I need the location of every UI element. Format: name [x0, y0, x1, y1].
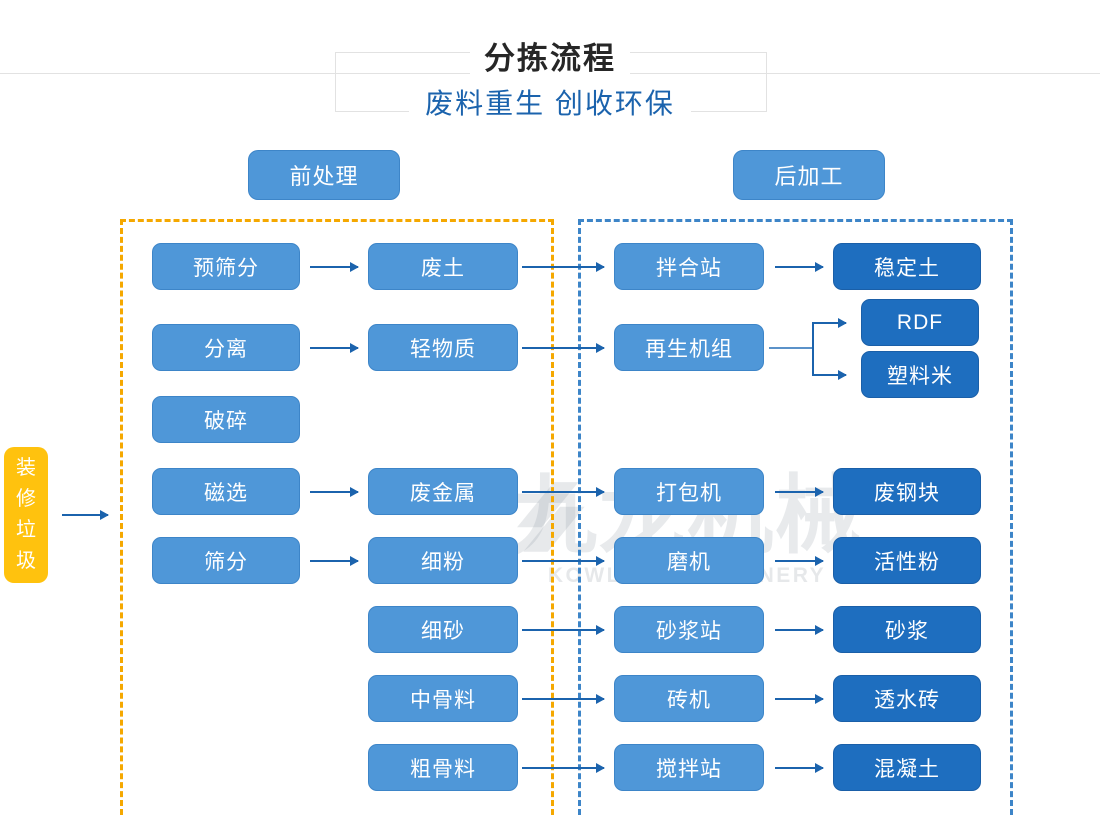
node-label: RDF — [896, 310, 944, 334]
node-label: 预筛分 — [193, 256, 259, 280]
arrow-brickmachine-to-permeablebrick — [775, 694, 824, 704]
node-label: 废钢块 — [874, 481, 940, 505]
arrow-prescreen-to-wastesoil — [310, 262, 359, 272]
node-material-3[interactable]: 废金属 — [368, 468, 518, 515]
node-label: 稳定土 — [874, 256, 940, 280]
arrow-mortarstation-to-mortar — [775, 625, 824, 635]
page-header: 分拣流程 废料重生 创收环保 — [0, 0, 1100, 140]
node-product-4[interactable]: 废钢块 — [833, 468, 981, 515]
node-label: 再生机组 — [645, 337, 733, 361]
arrow-medaggregate-to-brickmachine — [522, 694, 605, 704]
node-label: 中骨料 — [410, 688, 476, 712]
node-material-2[interactable]: 轻物质 — [368, 324, 518, 371]
section-tag-postprocessing-label: 后加工 — [774, 164, 844, 189]
node-process-post-2[interactable]: 再生机组 — [614, 324, 764, 371]
node-product-7[interactable]: 透水砖 — [833, 675, 981, 722]
node-material-7[interactable]: 粗骨料 — [368, 744, 518, 791]
node-label: 活性粉 — [874, 550, 940, 574]
node-label: 打包机 — [656, 481, 722, 505]
arrow-wastesoil-to-mixingstation — [522, 262, 605, 272]
node-label: 透水砖 — [874, 688, 940, 712]
node-label: 废金属 — [410, 481, 476, 505]
page-subtitle-text: 废料重生 创收环保 — [409, 88, 691, 119]
node-label: 细粉 — [421, 550, 465, 574]
arrow-regenunit-to-plasticpellet — [812, 370, 847, 380]
arrow-lightmaterial-to-regenunit — [522, 343, 605, 353]
node-material-1[interactable]: 废土 — [368, 243, 518, 290]
page-subtitle: 废料重生 创收环保 — [0, 86, 1100, 122]
node-label: 废土 — [421, 256, 465, 280]
node-label: 砂浆站 — [656, 619, 722, 643]
node-product-8[interactable]: 混凝土 — [833, 744, 981, 791]
node-product-2[interactable]: RDF — [861, 299, 979, 346]
node-process-pre-2[interactable]: 分离 — [152, 324, 300, 371]
node-product-5[interactable]: 活性粉 — [833, 537, 981, 584]
node-process-post-6[interactable]: 砖机 — [614, 675, 764, 722]
node-process-pre-4[interactable]: 磁选 — [152, 468, 300, 515]
page-title-text: 分拣流程 — [470, 41, 630, 76]
node-label: 破碎 — [204, 409, 248, 433]
arrow-baler-to-scrapsteel — [775, 487, 824, 497]
arrow-scrapmetal-to-baler — [522, 487, 605, 497]
arrow-separation-to-lightmaterial — [310, 343, 359, 353]
node-label: 拌合站 — [656, 256, 722, 280]
node-material-5[interactable]: 细砂 — [368, 606, 518, 653]
arrow-regenunit-to-rdf — [812, 318, 847, 328]
node-label: 磨机 — [667, 550, 711, 574]
section-tag-pretreatment[interactable]: 前处理 — [248, 150, 400, 200]
node-process-post-4[interactable]: 磨机 — [614, 537, 764, 584]
arrow-mill-to-activepowder — [775, 556, 824, 566]
arrow-magnetic-to-scrapmetal — [310, 487, 359, 497]
node-process-pre-5[interactable]: 筛分 — [152, 537, 300, 584]
node-product-6[interactable]: 砂浆 — [833, 606, 981, 653]
node-material-6[interactable]: 中骨料 — [368, 675, 518, 722]
node-label: 细砂 — [421, 619, 465, 643]
arrow-finepowder-to-mill — [522, 556, 605, 566]
arrow-coarseaggregate-to-mixingplant — [522, 763, 605, 773]
node-process-pre-1[interactable]: 预筛分 — [152, 243, 300, 290]
node-process-post-5[interactable]: 砂浆站 — [614, 606, 764, 653]
branch-vertical-regenunit — [812, 323, 814, 375]
node-product-1[interactable]: 稳定土 — [833, 243, 981, 290]
page-title: 分拣流程 — [0, 38, 1100, 80]
node-process-post-3[interactable]: 打包机 — [614, 468, 764, 515]
input-node-construction-waste[interactable]: 装修垃圾 — [4, 447, 48, 583]
arrow-input-to-pretreatment — [62, 510, 109, 520]
arrow-screening-to-finepowder — [310, 556, 359, 566]
node-label: 分离 — [204, 337, 248, 361]
node-product-3[interactable]: 塑料米 — [861, 351, 979, 398]
node-process-post-1[interactable]: 拌合站 — [614, 243, 764, 290]
branch-stem-regenunit — [769, 347, 814, 349]
postprocessing-group-frame — [578, 219, 1013, 815]
arrow-mixingplant-to-concrete — [775, 763, 824, 773]
section-tag-pretreatment-label: 前处理 — [289, 164, 359, 189]
node-label: 搅拌站 — [656, 757, 722, 781]
pretreatment-group-frame — [120, 219, 554, 815]
node-label: 砖机 — [667, 688, 711, 712]
node-label: 筛分 — [204, 550, 248, 574]
arrow-mixingstation-to-stabilizedsoil — [775, 262, 824, 272]
node-label: 塑料米 — [887, 364, 953, 388]
section-tag-postprocessing[interactable]: 后加工 — [733, 150, 885, 200]
node-label: 轻物质 — [410, 337, 476, 361]
node-label: 砂浆 — [885, 619, 929, 643]
node-label: 混凝土 — [874, 757, 940, 781]
arrow-finesand-to-mortarstation — [522, 625, 605, 635]
node-label: 粗骨料 — [410, 757, 476, 781]
node-process-post-7[interactable]: 搅拌站 — [614, 744, 764, 791]
node-process-pre-3[interactable]: 破碎 — [152, 396, 300, 443]
input-node-label: 装修垃圾 — [16, 457, 36, 572]
node-material-4[interactable]: 细粉 — [368, 537, 518, 584]
node-label: 磁选 — [204, 481, 248, 505]
